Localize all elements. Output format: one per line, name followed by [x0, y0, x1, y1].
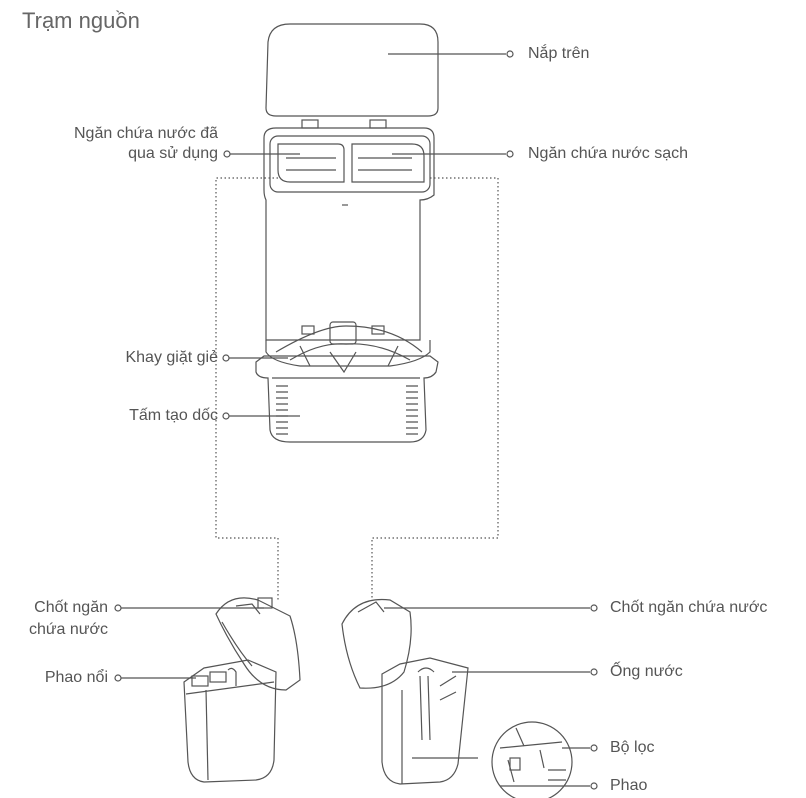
- label-water-pipe: Ống nước: [610, 663, 683, 680]
- leader-lines: [114, 50, 598, 790]
- diagram-title: Trạm nguồn: [22, 8, 140, 33]
- station-body: [263, 127, 435, 341]
- right-tank-drawing: [341, 598, 573, 798]
- label-filter: Bộ lọc: [610, 739, 655, 756]
- label-top-lid: Nắp trên: [528, 45, 590, 62]
- label-dirty-tank-line2: qua sử dụng: [128, 145, 218, 162]
- dirty-tank-shape: [277, 143, 345, 183]
- label-float-right: Phao: [610, 777, 648, 794]
- label-clean-latch: Chốt ngăn chứa nước: [610, 599, 768, 616]
- dotted-guide-left: [215, 177, 279, 600]
- label-float-left: Phao nổi: [44, 669, 108, 686]
- ramp-shape: [255, 355, 439, 443]
- lid-hinge-right: [369, 119, 387, 129]
- top-lid-shape: [265, 23, 439, 117]
- left-tank-drawing: [183, 597, 301, 783]
- label-ramp: Tấm tạo dốc: [129, 407, 218, 424]
- lid-hinge-left: [301, 119, 319, 129]
- detail-circle: [491, 721, 573, 798]
- label-dirty-tank-line1: Ngăn chứa nước đã: [74, 125, 218, 142]
- dotted-guide-right: [371, 177, 499, 600]
- label-clean-tank: Ngăn chứa nước sạch: [528, 145, 688, 162]
- label-dirty-latch-line2: chứa nước: [28, 621, 108, 638]
- label-dirty-latch-line1: Chốt ngăn: [34, 599, 108, 616]
- label-wash-tray: Khay giặt giẻ: [125, 349, 218, 366]
- station-tank-bay: [269, 135, 431, 193]
- clean-tank-shape: [351, 143, 425, 183]
